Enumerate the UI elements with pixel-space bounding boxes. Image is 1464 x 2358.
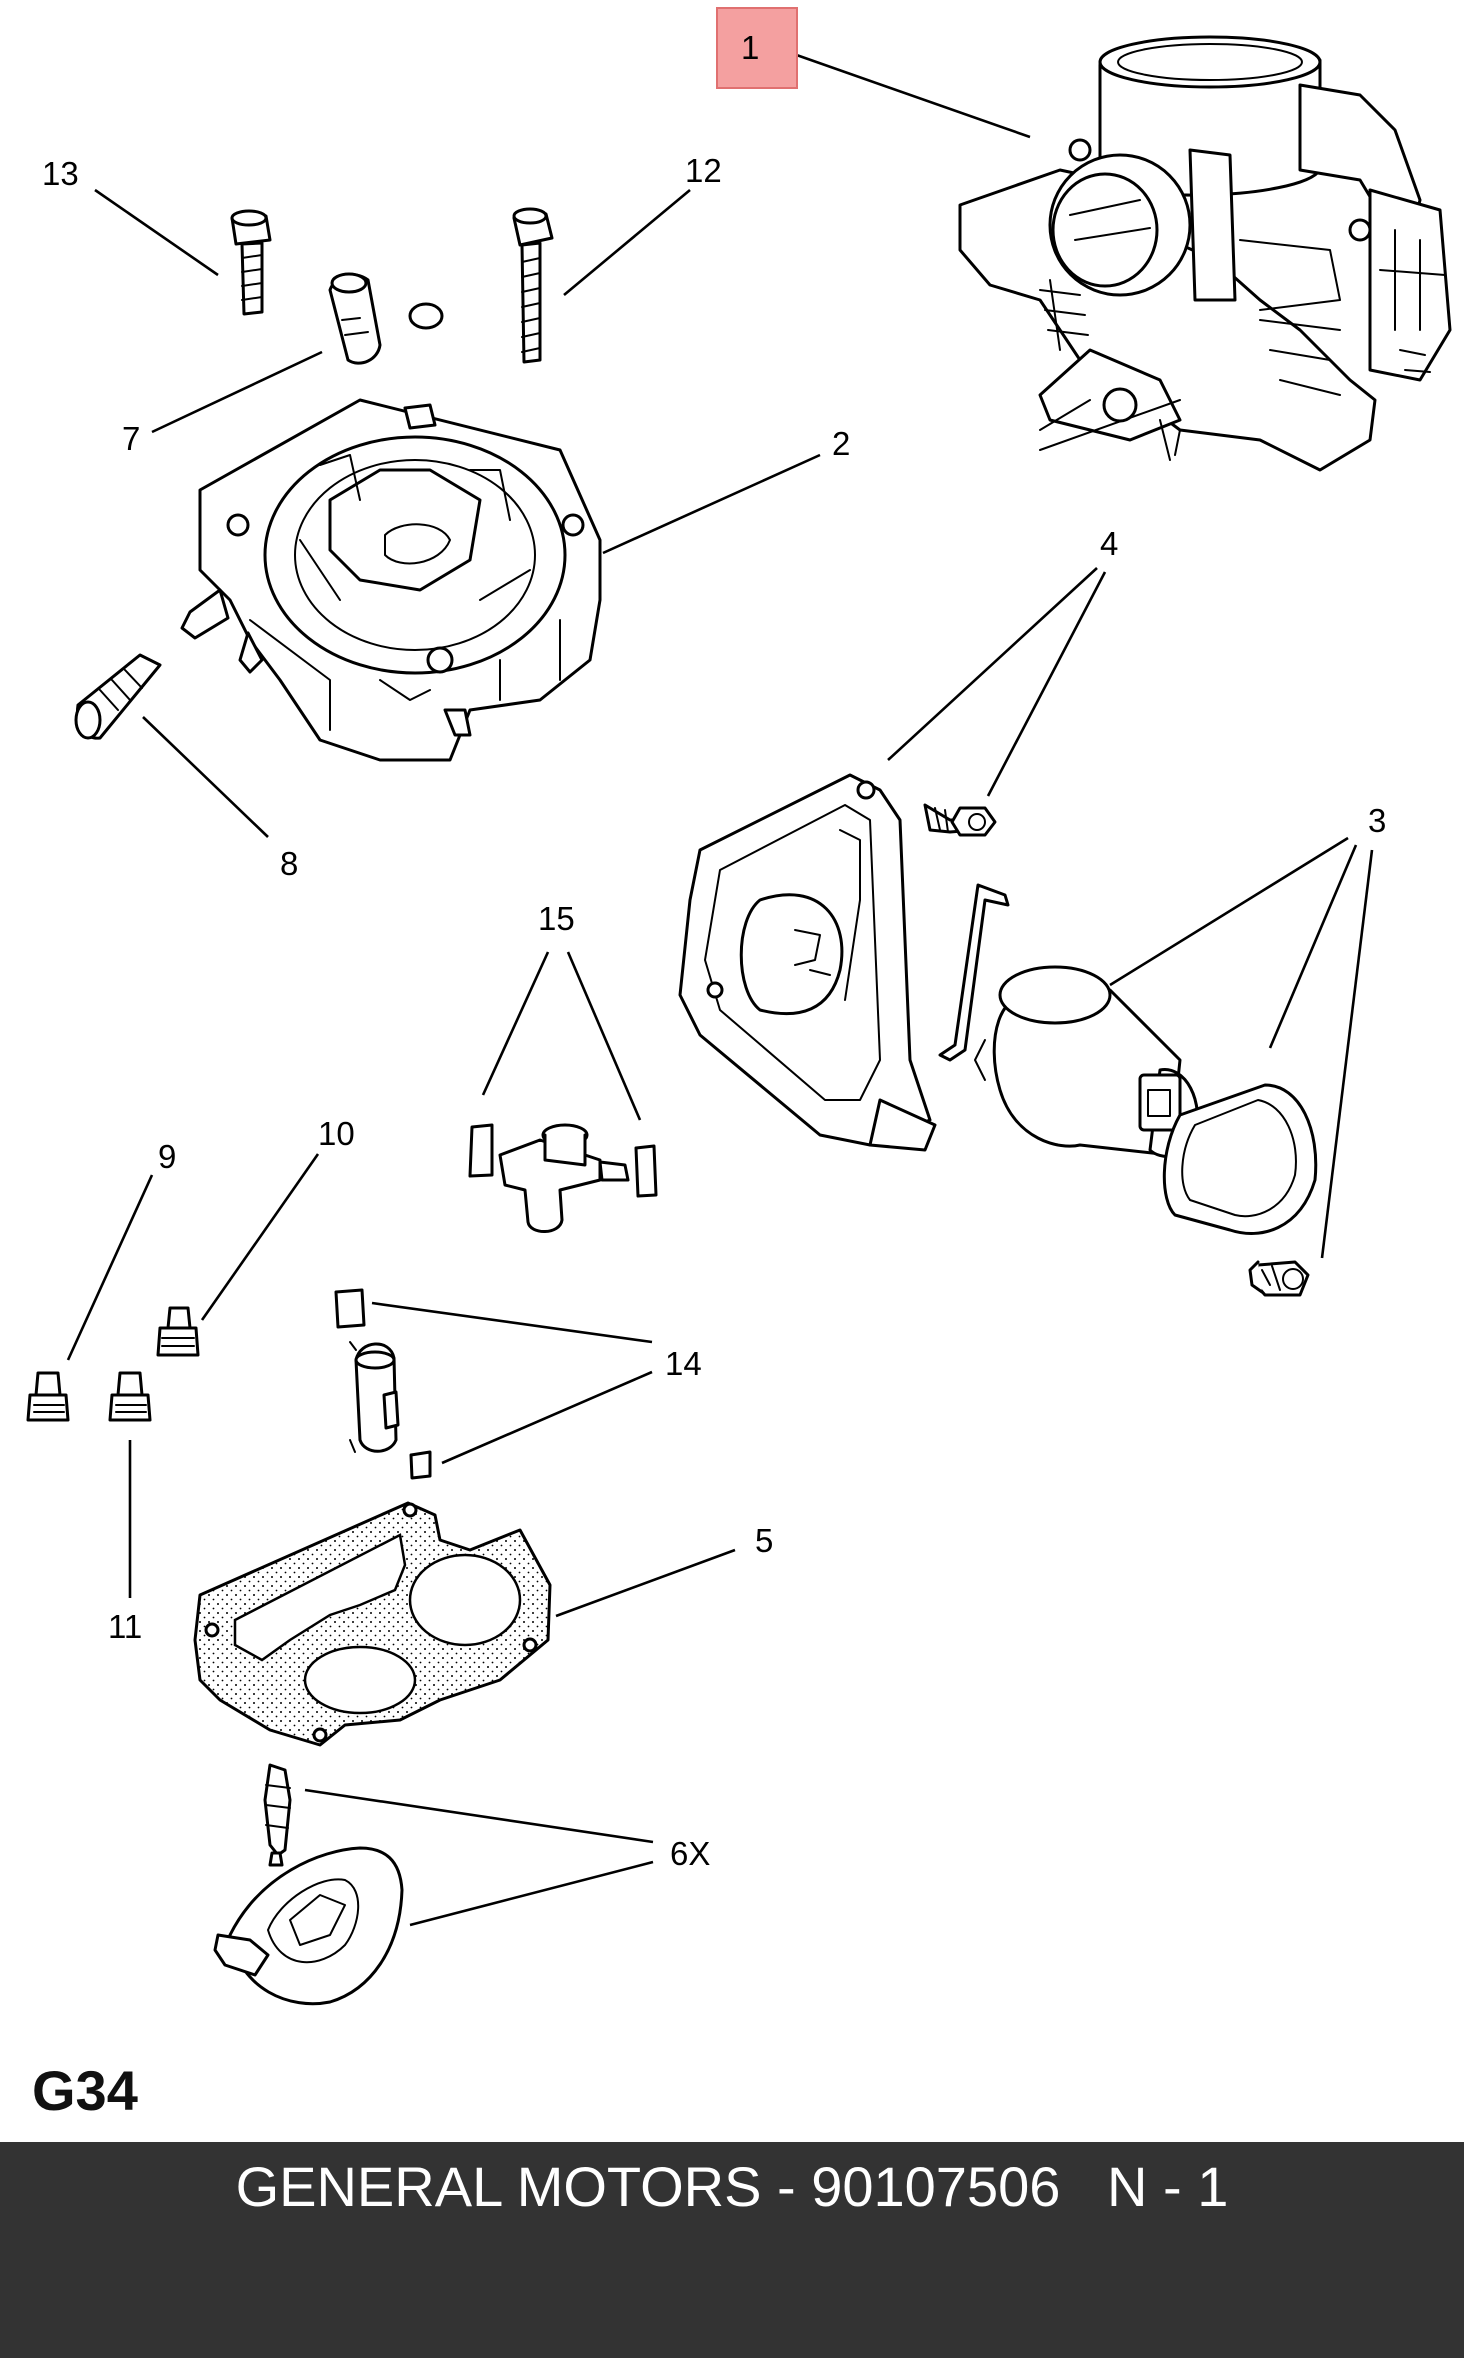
carburetor-assembly-part[interactable] (958, 35, 1452, 472)
callout-2: 2 (832, 425, 850, 462)
plug-part[interactable] (74, 653, 162, 740)
leader-4a (887, 567, 1098, 761)
throttle-body-part[interactable] (180, 398, 602, 762)
callout-6x: 6X (670, 1835, 710, 1872)
idle-control-motor-part[interactable] (974, 965, 1318, 1297)
leader-8 (142, 716, 269, 838)
o-ring-part[interactable] (408, 302, 444, 330)
leader-14b (441, 1370, 653, 1465)
leader-15a (481, 951, 550, 1096)
exploded-parts-diagram: 1 2 3 4 5 6X 7 8 9 10 11 12 13 14 15 (26, 7, 1452, 2006)
callout-13: 13 (42, 155, 79, 192)
leader-14a (371, 1301, 653, 1344)
callout-9: 9 (158, 1138, 176, 1175)
screw-13-part[interactable] (230, 209, 272, 316)
sleeve-part[interactable] (328, 272, 382, 365)
callout-10: 10 (318, 1115, 355, 1152)
base-gasket-part[interactable] (193, 1501, 552, 1747)
leader-12 (563, 189, 691, 296)
jet-9-part[interactable] (26, 1371, 70, 1422)
callout-3: 3 (1368, 802, 1386, 839)
leader-1 (787, 50, 1031, 139)
leader-2 (602, 453, 821, 555)
callout-labels: 1 2 3 4 5 6X 7 8 9 10 11 12 13 14 15 (42, 7, 1386, 1872)
leader-3a (1109, 836, 1349, 987)
jet-10-part[interactable] (156, 1306, 200, 1357)
rotor-part[interactable] (468, 1123, 658, 1233)
leader-6a (304, 1788, 654, 1844)
callout-1: 1 (741, 29, 759, 66)
callout-12: 12 (685, 152, 722, 189)
leader-7 (151, 350, 323, 434)
float-part[interactable] (213, 1846, 404, 2006)
leader-3c (1320, 849, 1374, 1259)
leader-4b (986, 571, 1107, 797)
callout-1-highlight (716, 7, 798, 89)
leader-10 (200, 1153, 320, 1321)
callout-7: 7 (122, 420, 140, 457)
jet-11-part[interactable] (108, 1371, 152, 1422)
leader-9 (66, 1174, 154, 1361)
callout-14: 14 (665, 1345, 702, 1382)
leader-6b (409, 1860, 654, 1927)
leader-5 (555, 1548, 736, 1618)
callout-5: 5 (755, 1522, 773, 1559)
valve-seal-kit-part[interactable] (334, 1288, 432, 1480)
callout-15: 15 (538, 900, 575, 937)
mounting-bracket-part[interactable] (678, 773, 1010, 1152)
leader-lines (66, 50, 1374, 1927)
footer-bar (0, 2142, 1464, 2358)
callout-8: 8 (280, 845, 298, 882)
callout-4: 4 (1100, 525, 1118, 562)
callout-11: 11 (108, 1608, 142, 1645)
diagram-page-code: G34 (32, 2059, 138, 2122)
leader-15b (566, 951, 642, 1121)
leader-13 (94, 188, 219, 277)
screw-12-part[interactable] (512, 207, 554, 364)
float-needle-part[interactable] (263, 1763, 292, 1867)
leader-3b (1268, 844, 1358, 1049)
footer-part-number-text: GENERAL MOTORS - 90107506 N - 1 (235, 2155, 1229, 2218)
